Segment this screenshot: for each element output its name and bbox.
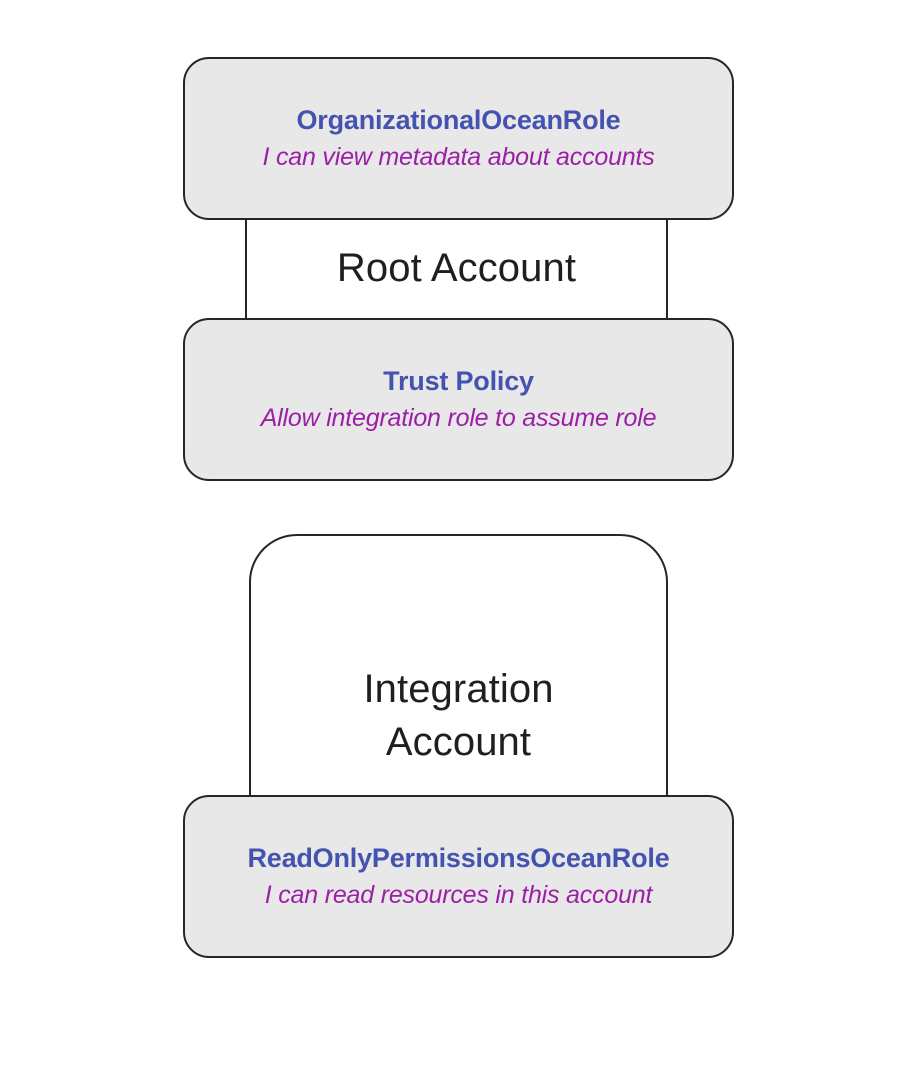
readonly-permissions-ocean-role-subtitle: I can read resources in this account [264,880,653,909]
integration-account-container: Integration Account [249,534,668,799]
integration-account-label: Integration Account [363,666,554,764]
root-account-label: Root Account [336,245,577,290]
trust-policy-title: Trust Policy [383,366,534,397]
organizational-ocean-role-title: OrganizationalOceanRole [296,105,621,136]
root-account-container: Root Account [245,205,668,333]
readonly-permissions-ocean-role-title: ReadOnlyPermissionsOceanRole [247,843,670,874]
organizational-ocean-role-subtitle: I can view metadata about accounts [262,142,655,171]
trust-policy-subtitle: Allow integration role to assume role [260,403,657,432]
readonly-permissions-ocean-role-card: ReadOnlyPermissionsOceanRole I can read … [183,795,734,958]
trust-policy-card: Trust Policy Allow integration role to a… [183,318,734,481]
organizational-ocean-role-card: OrganizationalOceanRole I can view metad… [183,57,734,220]
